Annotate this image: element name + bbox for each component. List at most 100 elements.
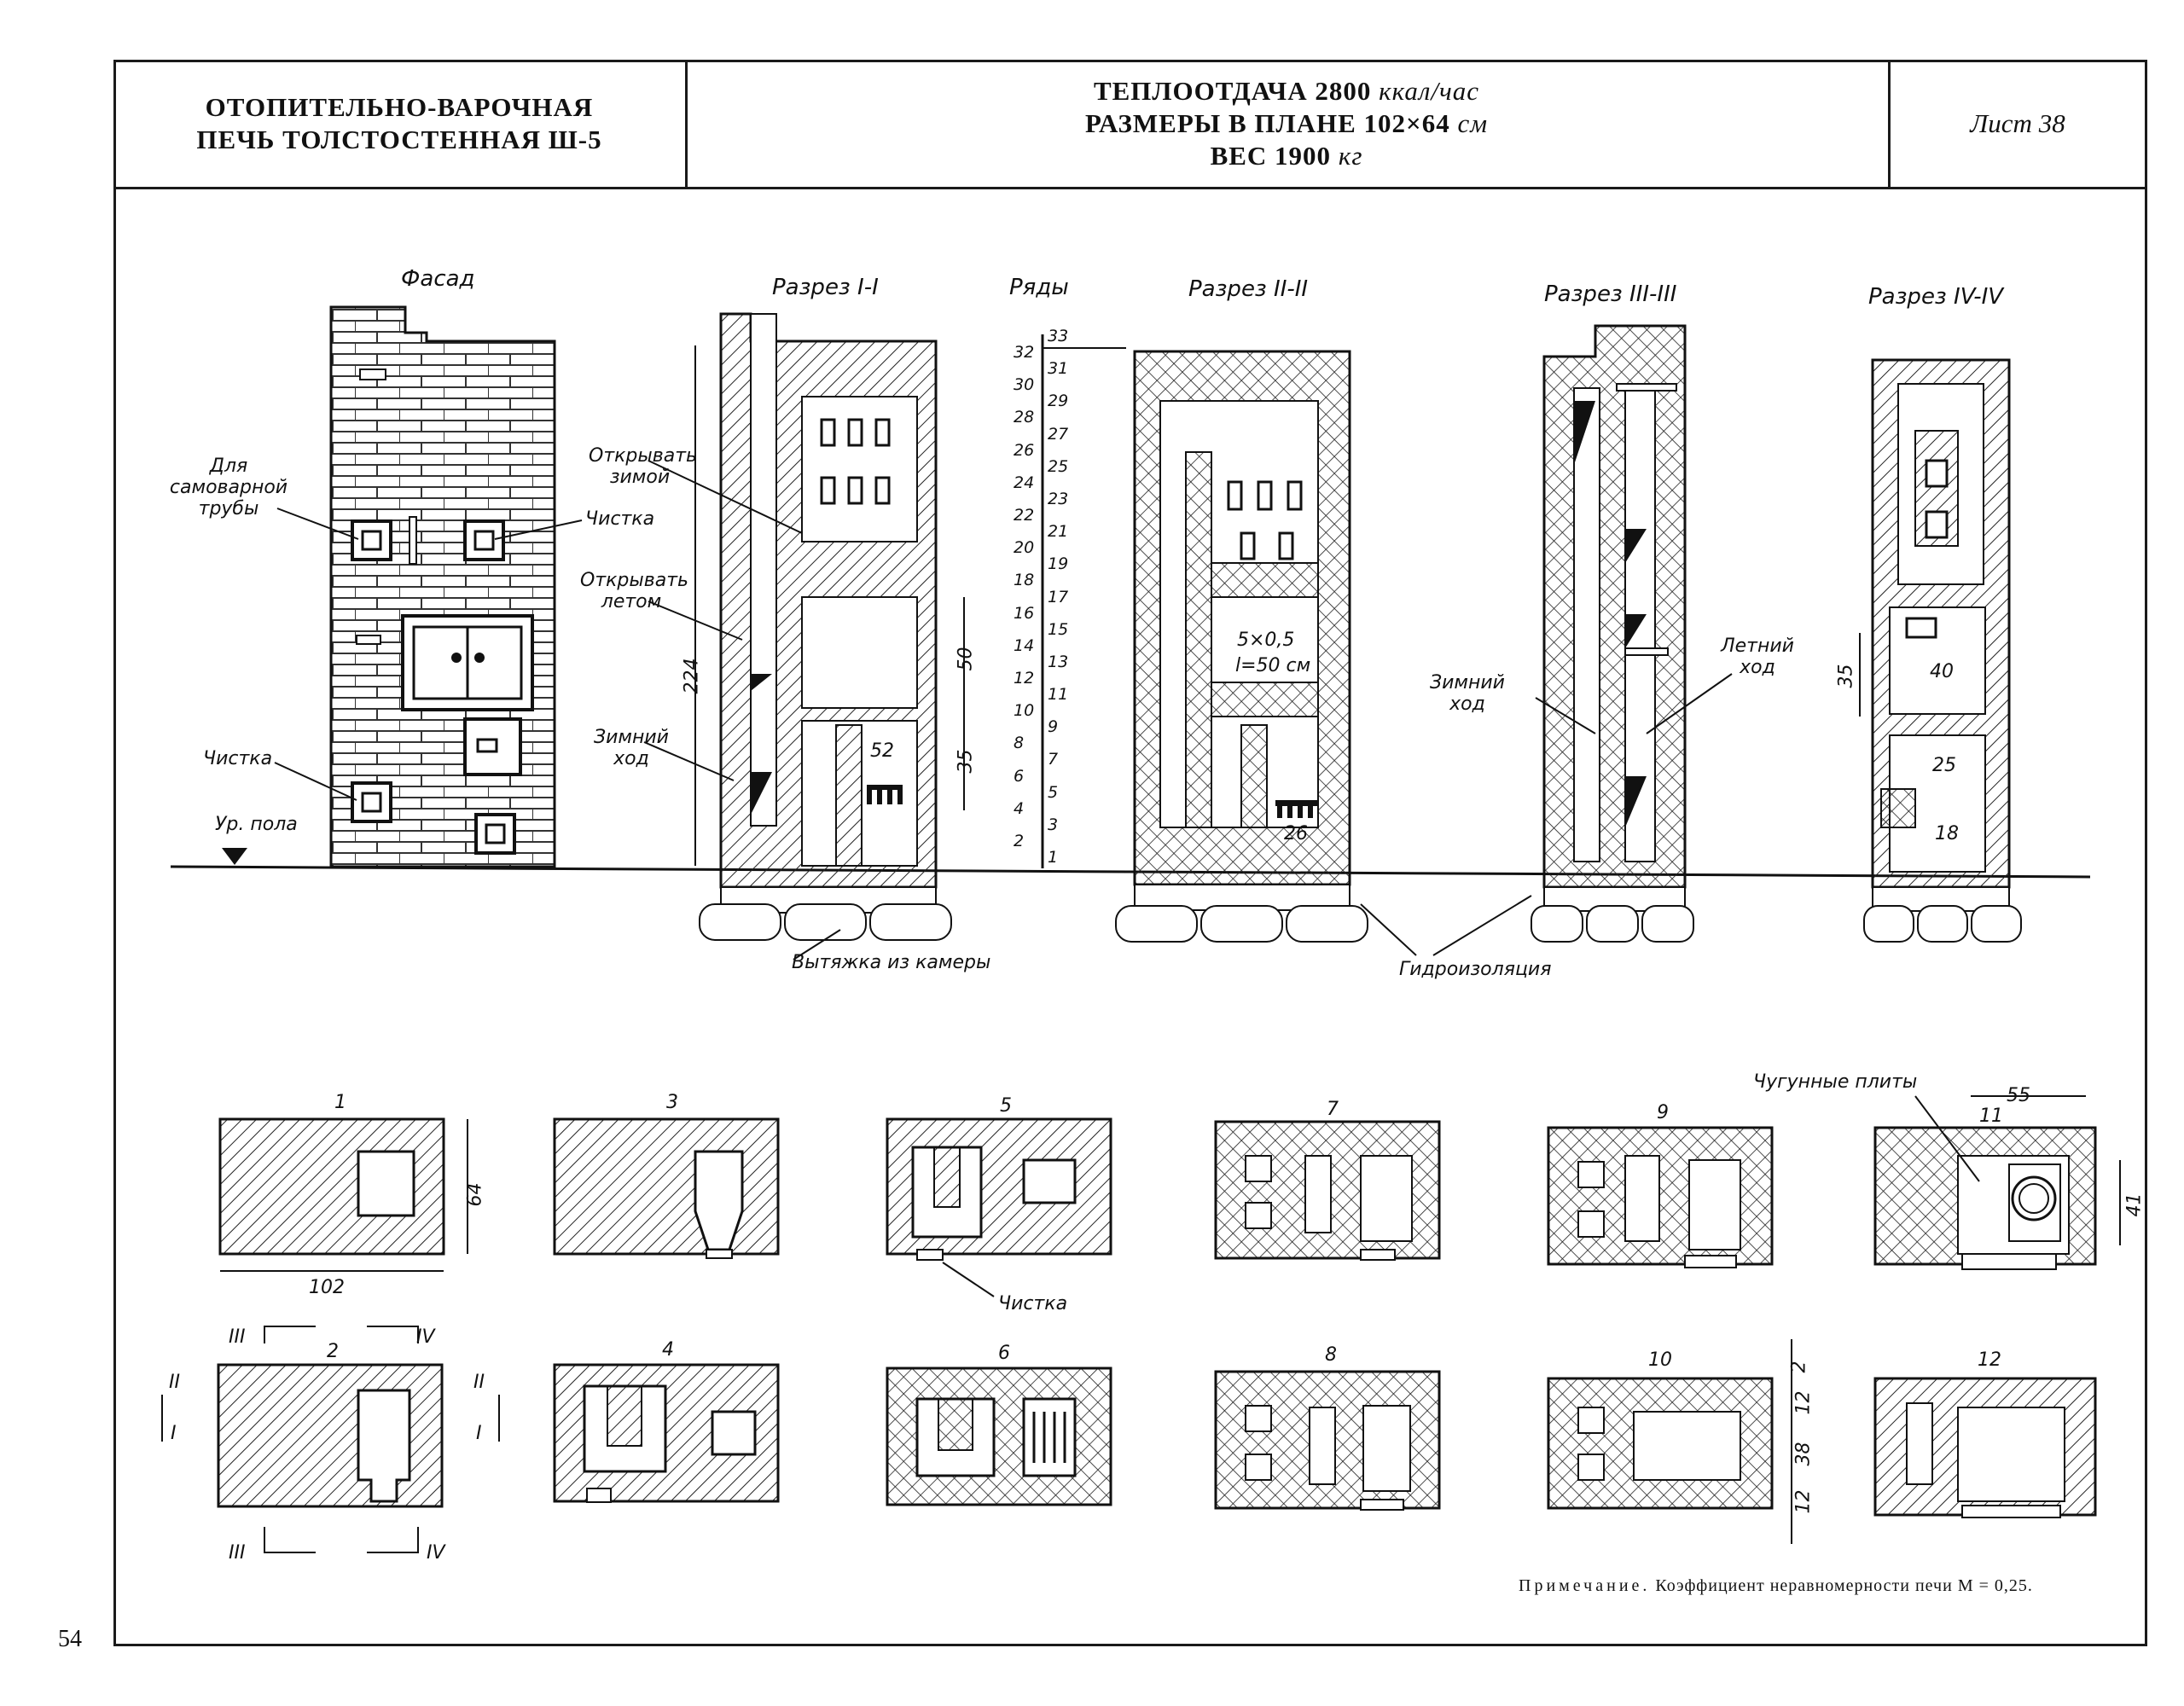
title-block: ОТОПИТЕЛЬНО-ВАРОЧНАЯ ПЕЧЬ ТОЛСТОСТЕННАЯ …: [113, 60, 2147, 189]
title-cell: ОТОПИТЕЛЬНО-ВАРОЧНАЯ ПЕЧЬ ТОЛСТОСТЕННАЯ …: [113, 60, 688, 187]
specs-cell: ТЕПЛООТДАЧА 2800 ккал/час РАЗМЕРЫ В ПЛАН…: [685, 60, 1891, 187]
plan-11-label: 11: [1979, 1105, 2003, 1127]
plan-7: [1214, 1120, 1441, 1261]
cut-mark-i-right: I: [476, 1423, 482, 1444]
cut-mark-ii-right: II: [473, 1372, 485, 1393]
row-number: 12: [1014, 668, 1035, 688]
cut-mark-iii-bottom: III: [229, 1542, 246, 1564]
plan-4-label: 4: [662, 1339, 674, 1361]
plan-1-label: 1: [334, 1092, 346, 1113]
row-number: 31: [1048, 359, 1069, 379]
row-number: 23: [1048, 489, 1069, 508]
plan-7-label: 7: [1327, 1099, 1339, 1120]
row-number: 25: [1048, 456, 1069, 476]
section-1-title: Разрез I-I: [772, 275, 879, 300]
row-number: 30: [1014, 375, 1035, 395]
height-dim: 224: [681, 658, 703, 694]
plan-5-label: 5: [1000, 1095, 1012, 1117]
row-number: 20: [1014, 538, 1035, 558]
facade-view: [274, 305, 583, 868]
page-number: 54: [58, 1626, 82, 1652]
row-number: 32: [1014, 343, 1035, 363]
row-number: 4: [1014, 798, 1025, 818]
oven-door-icon: [463, 717, 522, 776]
sheet-cell: Лист 38: [1888, 60, 2147, 187]
row-number: 2: [1014, 831, 1025, 850]
dim-35-iv: 35: [1835, 664, 1857, 688]
row-number: 5: [1048, 782, 1059, 802]
row-number: 19: [1048, 554, 1069, 574]
cut-mark-iv-bottom: IV: [427, 1542, 445, 1564]
row-number: 26: [1014, 440, 1035, 460]
row-number: 11: [1048, 685, 1069, 705]
row-number: 22: [1014, 506, 1035, 525]
dim-50: 50: [955, 647, 977, 671]
row-number: 15: [1048, 619, 1069, 639]
dim-18: 18: [1935, 823, 1959, 844]
samovar-outlet-icon: [351, 519, 392, 561]
open-summer-label: Открывать летом: [580, 570, 688, 612]
section-1-1: [643, 312, 965, 960]
plan-8-label: 8: [1325, 1344, 1337, 1366]
dim-12-top: 12: [1792, 1390, 1815, 1415]
plan-10: [1547, 1339, 1792, 1544]
plan-10-label: 10: [1648, 1349, 1672, 1371]
row-number: 1: [1048, 848, 1059, 867]
section-4-title: Разрез IV-IV: [1868, 284, 2004, 310]
rows-title: Ряды: [1009, 275, 1069, 300]
row-number: 18: [1014, 571, 1035, 590]
plan-9-label: 9: [1657, 1102, 1669, 1123]
row-number: 21: [1048, 522, 1069, 542]
dim-2: 2: [1788, 1361, 1810, 1373]
dim-52: 52: [870, 740, 894, 762]
plan-2-label: 2: [327, 1341, 339, 1362]
row-number: 8: [1014, 734, 1025, 753]
dim-12-bottom: 12: [1792, 1489, 1815, 1514]
plan-3: [553, 1117, 780, 1259]
sheet-number: Лист 38: [1970, 107, 2065, 138]
row-number: 17: [1048, 587, 1069, 606]
row-number: 24: [1014, 473, 1035, 492]
row-number: 6: [1014, 766, 1025, 786]
row-number: 27: [1048, 424, 1069, 444]
plan-11: [1873, 1095, 2121, 1270]
title-line-1: ОТОПИТЕЛЬНО-ВАРОЧНАЯ: [205, 91, 594, 122]
cut-mark-iii-top: III: [229, 1326, 246, 1348]
cleaning-plan-label: Чистка: [998, 1293, 1068, 1314]
row-number: 10: [1014, 701, 1035, 721]
dim-55: 55: [2007, 1085, 2030, 1106]
summer-passage-label: Летний ход: [1721, 635, 1794, 678]
cut-mark-ii-left: II: [169, 1372, 180, 1393]
exhaust-label: Вытяжка из камеры: [792, 952, 991, 973]
open-winter-label: Открывать зимой: [589, 445, 697, 488]
cleaning-door-icon: [463, 519, 505, 561]
samovar-label: Для самоварной трубы: [169, 456, 288, 519]
row-number: 28: [1014, 408, 1035, 427]
cut-mark-i-left: I: [171, 1423, 177, 1444]
floor-level-icon: [222, 848, 247, 865]
heat-output: ТЕПЛООТДАЧА 2800 ккал/час: [1093, 75, 1480, 106]
dim-40: 40: [1930, 661, 1954, 682]
plan-size: РАЗМЕРЫ В ПЛАНЕ 102×64 см: [1084, 107, 1489, 138]
plan-5: [886, 1117, 1112, 1297]
plan-3-label: 3: [666, 1092, 678, 1113]
firebox-doors-icon: [401, 614, 534, 711]
plan-1: [218, 1117, 468, 1272]
note-text: Коэффициент неравномерности печи M = 0,2…: [1655, 1576, 2033, 1595]
section-4-4: [1859, 358, 2022, 943]
row-number: 13: [1048, 652, 1069, 671]
plan-4: [553, 1363, 780, 1503]
dim-64: 64: [464, 1182, 486, 1207]
dim-26: 26: [1284, 823, 1308, 844]
winter-passage-label: Зимний ход: [594, 727, 669, 769]
plan-2: [161, 1326, 500, 1553]
row-number: 29: [1048, 392, 1069, 411]
plate-length-label: l=50 см: [1235, 655, 1311, 676]
dim-38: 38: [1792, 1442, 1815, 1466]
dim-25: 25: [1932, 755, 1956, 776]
dim-41: 41: [2123, 1192, 2146, 1217]
dim-35: 35: [955, 749, 977, 774]
section-3-title: Разрез III-III: [1544, 281, 1677, 307]
dim-102: 102: [309, 1277, 345, 1298]
